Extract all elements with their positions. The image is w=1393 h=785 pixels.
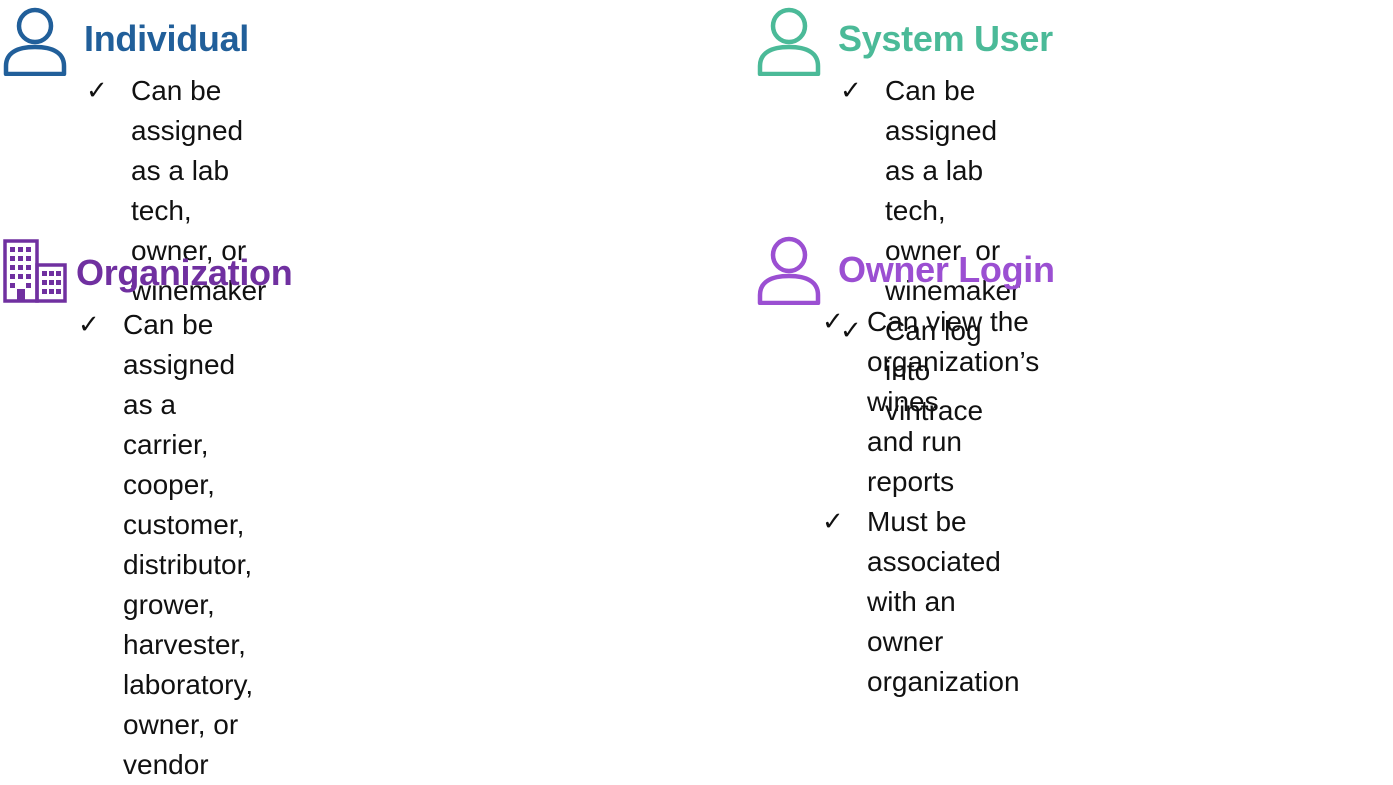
system-user-title: System User bbox=[838, 18, 1053, 59]
person-icon bbox=[3, 7, 67, 76]
organization-list: ✓ Can be assigned as a carrier, cooper, … bbox=[78, 305, 253, 785]
list-item-text: Can be assigned as a carrier, cooper, cu… bbox=[123, 309, 254, 780]
checkmark-icon: ✓ bbox=[78, 310, 100, 340]
checkmark-icon: ✓ bbox=[840, 76, 862, 106]
list-item: ✓ Can view the organization’s wines and … bbox=[822, 302, 1039, 502]
system-user-list: ✓ Can be assigned as a lab tech, owner, … bbox=[840, 71, 1020, 431]
list-item: ✓ Must be associated with an owner organ… bbox=[822, 502, 1039, 702]
individual-list: ✓ Can be assigned as a lab tech, owner, … bbox=[86, 71, 266, 311]
owner-login-title: Owner Login bbox=[838, 249, 1055, 290]
checkmark-icon: ✓ bbox=[822, 507, 844, 537]
checkmark-icon: ✓ bbox=[86, 76, 108, 106]
person-icon bbox=[757, 236, 821, 305]
list-item-text: Can be assigned as a lab tech, owner, or… bbox=[131, 75, 267, 306]
list-item-text: Can be assigned as a lab tech, owner, or… bbox=[885, 75, 1021, 306]
list-item-text: Can view the organization’s wines and ru… bbox=[867, 306, 1040, 497]
list-item: ✓ Can be assigned as a carrier, cooper, … bbox=[78, 305, 253, 785]
organization-title: Organization bbox=[76, 252, 293, 293]
checkmark-icon: ✓ bbox=[840, 316, 862, 346]
list-item: ✓ Can be assigned as a lab tech, owner, … bbox=[86, 71, 266, 311]
list-item-text: Must be associated with an owner organiz… bbox=[867, 506, 1020, 697]
owner-login-list: ✓ Can view the organization’s wines and … bbox=[822, 302, 1039, 702]
person-icon bbox=[757, 7, 821, 76]
individual-title: Individual bbox=[84, 18, 250, 59]
checkmark-icon: ✓ bbox=[822, 307, 844, 337]
list-item: ✓ Can be assigned as a lab tech, owner, … bbox=[840, 71, 1020, 311]
list-item: ✓ Can log into vintrace bbox=[840, 311, 1020, 431]
list-item-text: Can log into vintrace bbox=[885, 315, 984, 426]
building-icon bbox=[3, 239, 67, 303]
